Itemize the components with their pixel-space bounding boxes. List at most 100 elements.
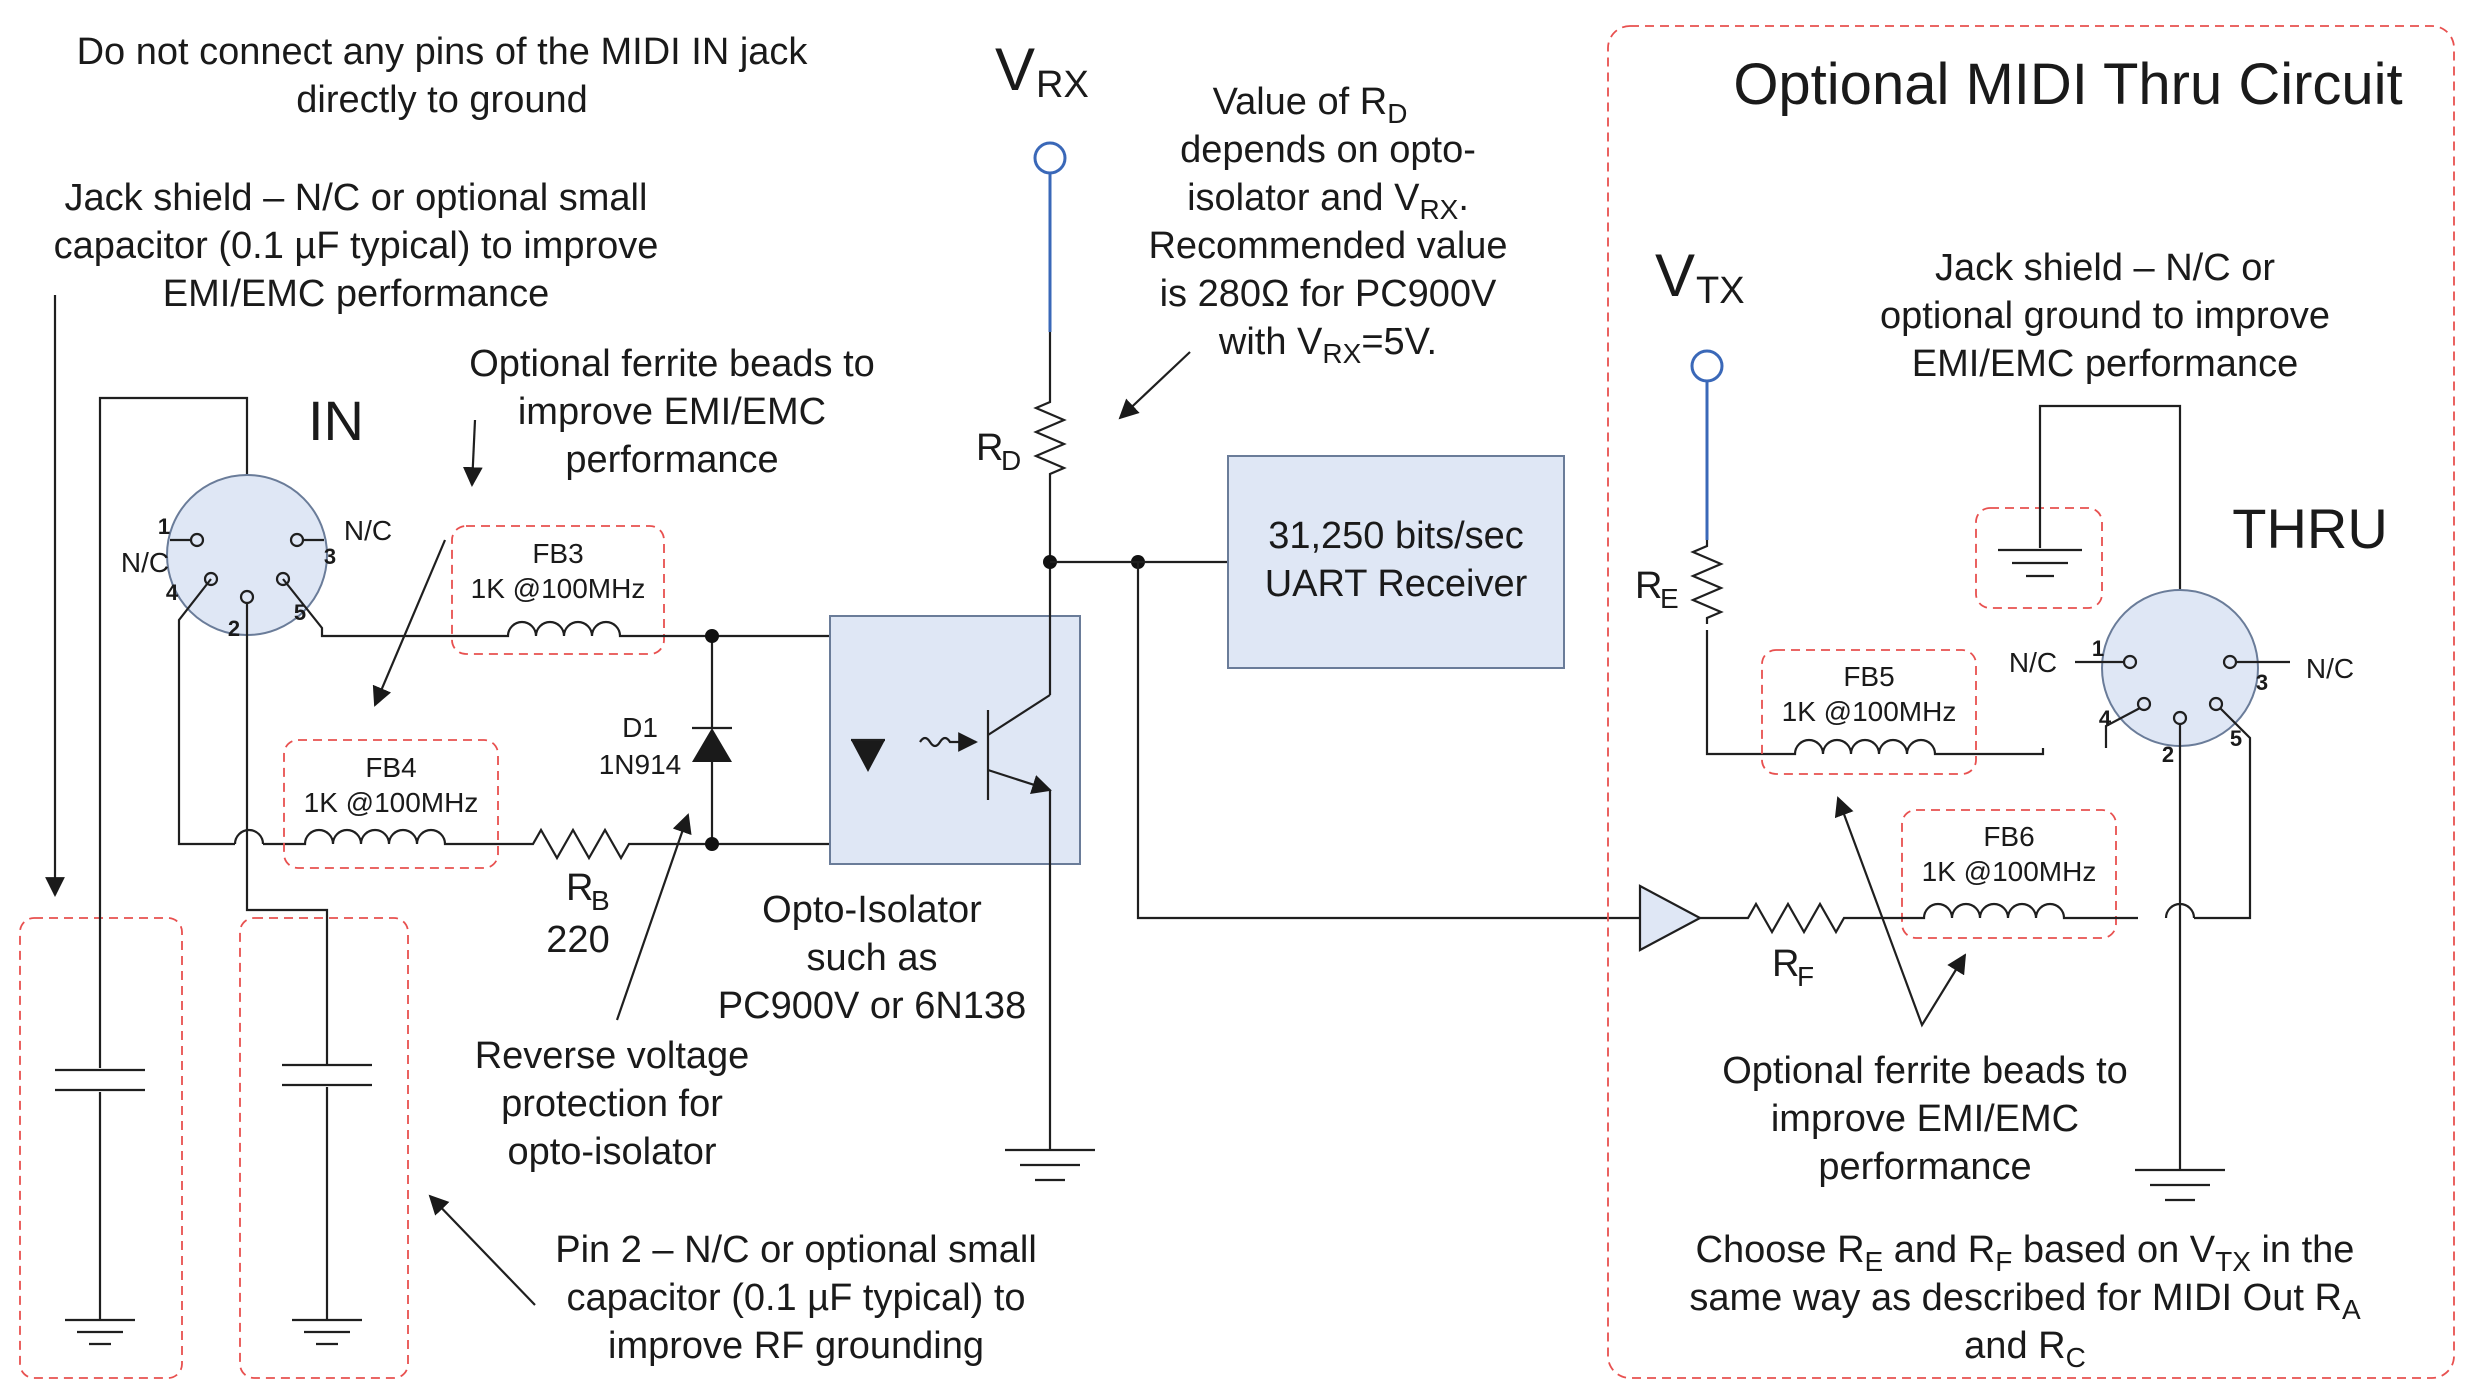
ground-thru-pin2 [2135, 1168, 2225, 1202]
svg-text:directly to ground: directly to ground [296, 79, 588, 121]
rb-resistor [498, 827, 709, 861]
note-opto: Opto-Isolator such as PC900V or 6N138 [718, 889, 1026, 1027]
svg-text:same way as described for MIDI: same way as described for MIDI Out RA [1689, 1277, 2361, 1325]
svg-text:opto-isolator: opto-isolator [507, 1131, 716, 1173]
svg-text:PC900V or 6N138: PC900V or 6N138 [718, 985, 1026, 1027]
rd-resistor [1033, 332, 1067, 564]
vtx-label-sub: TX [1696, 270, 1745, 312]
optional-fb5-box [1761, 649, 1977, 775]
note-reverse: Reverse voltage protection for opto-isol… [475, 1035, 750, 1173]
vtx-terminal [1690, 349, 1724, 383]
svg-text:with VRX=5V.: with VRX=5V. [1218, 321, 1437, 369]
svg-text:improve RF grounding: improve RF grounding [608, 1325, 984, 1367]
d1-part: 1N914 [599, 749, 682, 780]
svg-text:Optional ferrite beads to: Optional ferrite beads to [469, 343, 875, 385]
thru-circuit-box [1607, 25, 2455, 1379]
ground-opto [1005, 1148, 1095, 1182]
ground-pin2-cap [292, 1318, 362, 1346]
note-jack-shield-thru: Jack shield – N/C or optional ground to … [1880, 247, 2330, 385]
opto-light-arrow [919, 732, 978, 752]
svg-text:Value of RD: Value of RD [1213, 81, 1408, 129]
svg-text:EMI/EMC performance: EMI/EMC performance [1912, 343, 2298, 385]
fb3-inductor [455, 620, 714, 638]
crossover-pin4 [233, 828, 265, 845]
crossover-pin5 [2164, 902, 2196, 919]
wire-pin5-fb6 [2194, 707, 2252, 920]
re-resistor [1690, 540, 1724, 624]
note-ferrite-thru: Optional ferrite beads to improve EMI/EM… [1722, 1050, 2128, 1188]
in-pin1-nc: N/C [121, 547, 169, 578]
rd-label-sub: D [1001, 445, 1021, 476]
fb6-value: 1K @100MHz [1922, 856, 2097, 887]
arrow-rd-value [1118, 351, 1191, 420]
fb4-label: FB4 [365, 752, 416, 783]
arrow-ferrite-fb3 [462, 419, 483, 487]
fb5-inductor [1780, 738, 2045, 756]
svg-text:protection for: protection for [501, 1083, 723, 1125]
fb5-label: FB5 [1843, 661, 1894, 692]
svg-text:depends on opto-: depends on opto- [1180, 129, 1476, 171]
svg-text:Recommended value: Recommended value [1148, 225, 1507, 267]
vrx-label: V [995, 36, 1035, 103]
diode-d1 [692, 636, 732, 844]
svg-text:Jack shield – N/C or: Jack shield – N/C or [1935, 247, 2275, 289]
svg-text:performance: performance [565, 439, 778, 481]
optional-fb3-box [451, 525, 665, 655]
svg-text:Pin 2 – N/C or optional small: Pin 2 – N/C or optional small [555, 1229, 1037, 1271]
fb4-value: 1K @100MHz [304, 787, 479, 818]
re-label: R [1635, 565, 1662, 607]
svg-text:such as: such as [807, 937, 938, 979]
ground-thru-shield [1998, 404, 2182, 590]
wire-pin2-cap [245, 603, 329, 1065]
fb6-label: FB6 [1983, 821, 2034, 852]
uart-line-1: 31,250 bits/sec [1268, 515, 1524, 557]
svg-text:Jack shield – N/C or optional: Jack shield – N/C or optional small [65, 177, 648, 219]
svg-text:capacitor (0.1 µF typical) to: capacitor (0.1 µF typical) to [566, 1277, 1025, 1319]
svg-text:Choose RE and RF based on VTX: Choose RE and RF based on VTX in the [1696, 1229, 2355, 1277]
wire-pin5-fb3 [282, 578, 455, 638]
note-jack-shield-in: Jack shield – N/C or optional small capa… [54, 177, 659, 315]
thru-pin3-nc: N/C [2306, 653, 2354, 684]
optional-cap-pin2-box [239, 917, 409, 1379]
in-pin-3: 3 [324, 544, 336, 569]
note-pin2: Pin 2 – N/C or optional small capacitor … [555, 1229, 1037, 1367]
svg-text:EMI/EMC performance: EMI/EMC performance [163, 273, 549, 315]
node-d1-bottom [705, 837, 719, 851]
note-ferrite-in: Optional ferrite beads to improve EMI/EM… [469, 343, 875, 481]
svg-text:and RC: and RC [1964, 1325, 2086, 1373]
fb3-value: 1K @100MHz [471, 573, 646, 604]
thru-label: THRU [2232, 497, 2388, 560]
uart-receiver [1227, 455, 1565, 669]
thru-pin1-nc: N/C [2009, 647, 2057, 678]
svg-text:capacitor (0.1 µF typical) to: capacitor (0.1 µF typical) to improve [54, 225, 659, 267]
wire-re-fb5 [1705, 630, 1780, 756]
re-label-sub: E [1660, 583, 1679, 614]
rb-label: R [566, 867, 593, 909]
cap-shield [55, 835, 145, 1320]
svg-text:isolator and VRX.: isolator and VRX. [1187, 177, 1469, 225]
note-midi-in-ground: Do not connect any pins of the MIDI IN j… [77, 31, 809, 121]
wire-pin4-fb4 [177, 578, 235, 846]
note-rd-value: Value of RD depends on opto- isolator an… [1148, 81, 1507, 369]
cap-pin2 [282, 1063, 372, 1320]
arrow-ferrite-thru [1834, 796, 1967, 1028]
in-pin-2: 2 [228, 616, 240, 641]
arrow-ferrite-fb4 [372, 539, 447, 707]
midi-in-jack [98, 396, 328, 835]
thru-pin-3: 3 [2256, 670, 2268, 695]
note-choose-re-rf: Choose RE and RF based on VTX in the sam… [1689, 1229, 2361, 1373]
d1-label: D1 [622, 712, 658, 743]
rf-resistor [1700, 901, 1872, 935]
fb6-inductor [1872, 902, 2138, 920]
node-d1-top [705, 629, 719, 643]
in-pin3-nc: N/C [344, 515, 392, 546]
rf-label-sub: F [1797, 961, 1814, 992]
svg-text:is 280Ω for PC900V: is 280Ω for PC900V [1160, 273, 1497, 315]
svg-text:performance: performance [1818, 1146, 2031, 1188]
vrx-terminal [1033, 141, 1067, 175]
optional-fb4-box [283, 739, 499, 869]
svg-text:Optional ferrite beads to: Optional ferrite beads to [1722, 1050, 2128, 1092]
svg-text:Reverse voltage: Reverse voltage [475, 1035, 750, 1077]
opto-transistor [986, 694, 1052, 800]
